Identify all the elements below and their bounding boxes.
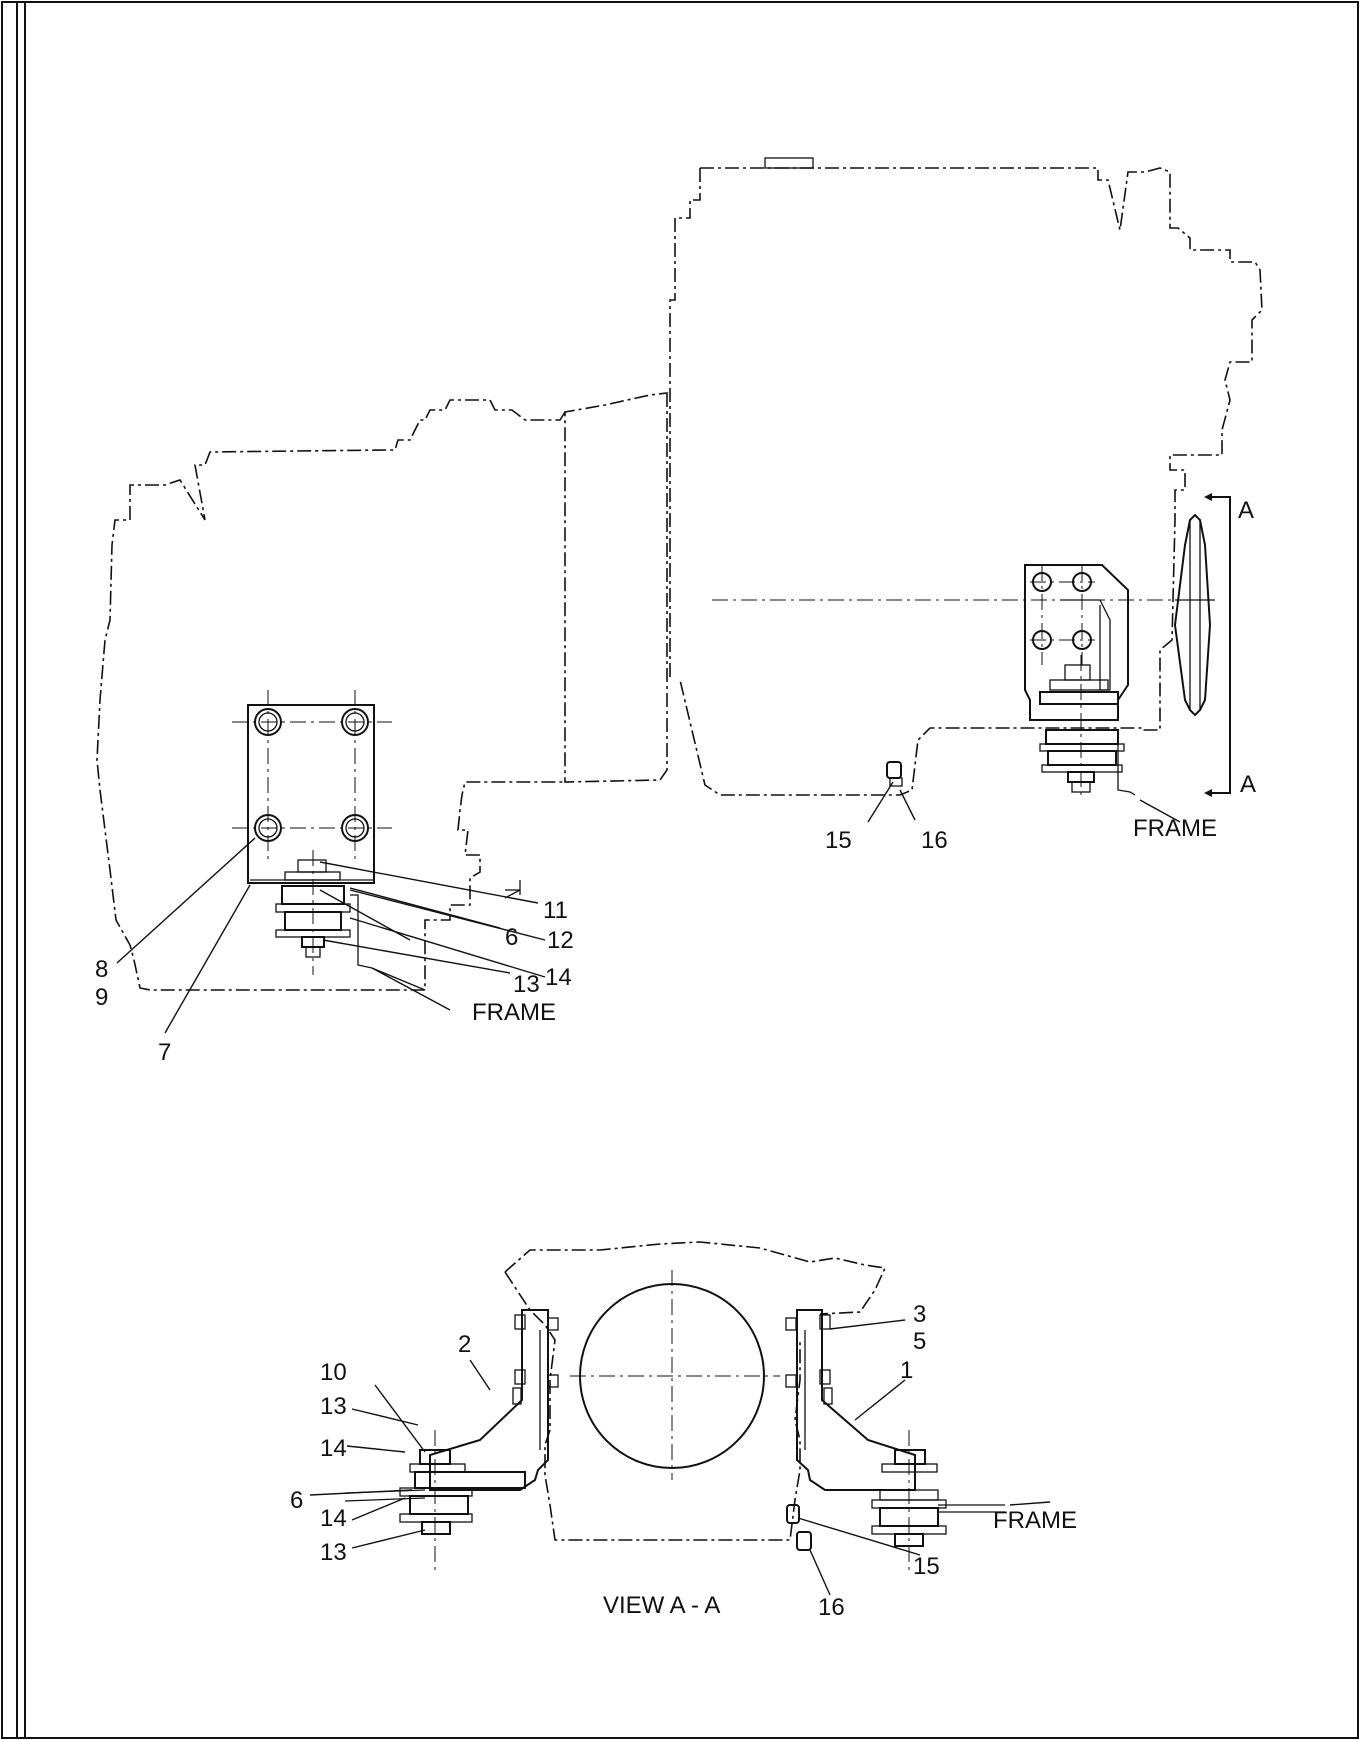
leader-14a — [346, 1445, 406, 1453]
callout-15-view: 15 — [913, 1553, 940, 1580]
leader-6-view — [309, 1489, 413, 1496]
view-title: VIEW A - A — [603, 1592, 720, 1619]
callout-13-lower: 13 — [320, 1539, 347, 1566]
leader-11 — [319, 861, 539, 904]
callout-13-upper: 13 — [320, 1393, 347, 1420]
section-mark-a-top: A — [1238, 497, 1254, 524]
leader-14-b — [349, 917, 546, 978]
callout-10: 10 — [320, 1359, 347, 1386]
leader-13a — [351, 1408, 419, 1426]
callout-13: 13 — [513, 971, 540, 998]
leader-16 — [899, 789, 916, 821]
leader-frame-right — [1139, 799, 1181, 823]
leader-16-view — [809, 1549, 831, 1596]
frame-label-view: FRAME — [993, 1507, 1077, 1534]
callout-12: 12 — [547, 927, 574, 954]
section-mark-a-bottom: A — [1240, 771, 1256, 798]
labels: 8 9 7 11 6 12 14 13 FRAME 15 16 FRAME A … — [95, 497, 1256, 1621]
leader-10 — [374, 1384, 426, 1453]
callout-14-upper: 14 — [320, 1435, 347, 1462]
leader-2 — [469, 1359, 491, 1391]
callout-6-view: 6 — [290, 1487, 303, 1514]
callout-9: 9 — [95, 984, 108, 1011]
leader-14b — [351, 1497, 406, 1521]
leader-lines — [116, 781, 1181, 1596]
leader-12 — [349, 889, 546, 941]
callout-11: 11 — [543, 897, 568, 924]
leader-1 — [854, 1379, 906, 1421]
view-a-a — [344, 1241, 1005, 1570]
frame-label-right: FRAME — [1133, 815, 1217, 842]
callout-6: 6 — [505, 924, 518, 951]
callout-2: 2 — [458, 1331, 471, 1358]
leader-13b — [351, 1529, 426, 1549]
callout-7: 7 — [158, 1039, 171, 1066]
callout-16: 16 — [921, 827, 948, 854]
callout-5: 5 — [913, 1328, 926, 1355]
leader-frame-left — [371, 967, 451, 1011]
leader-3-5 — [829, 1319, 906, 1330]
leader-7 — [164, 884, 251, 1034]
engine-side-view — [96, 157, 1263, 991]
leader-8-9 — [116, 837, 256, 964]
leader-15-view — [797, 1517, 921, 1556]
callout-8: 8 — [95, 956, 108, 983]
callout-1: 1 — [900, 1357, 913, 1384]
leader-13 — [322, 939, 511, 974]
callout-14: 14 — [545, 964, 572, 991]
callout-14-lower: 14 — [320, 1505, 347, 1532]
callout-3: 3 — [913, 1301, 926, 1328]
leader-15 — [867, 781, 894, 823]
callout-16-view: 16 — [818, 1594, 845, 1621]
leader-frame-view — [1009, 1501, 1051, 1506]
frame-label-left: FRAME — [472, 999, 556, 1026]
callout-15: 15 — [825, 827, 852, 854]
